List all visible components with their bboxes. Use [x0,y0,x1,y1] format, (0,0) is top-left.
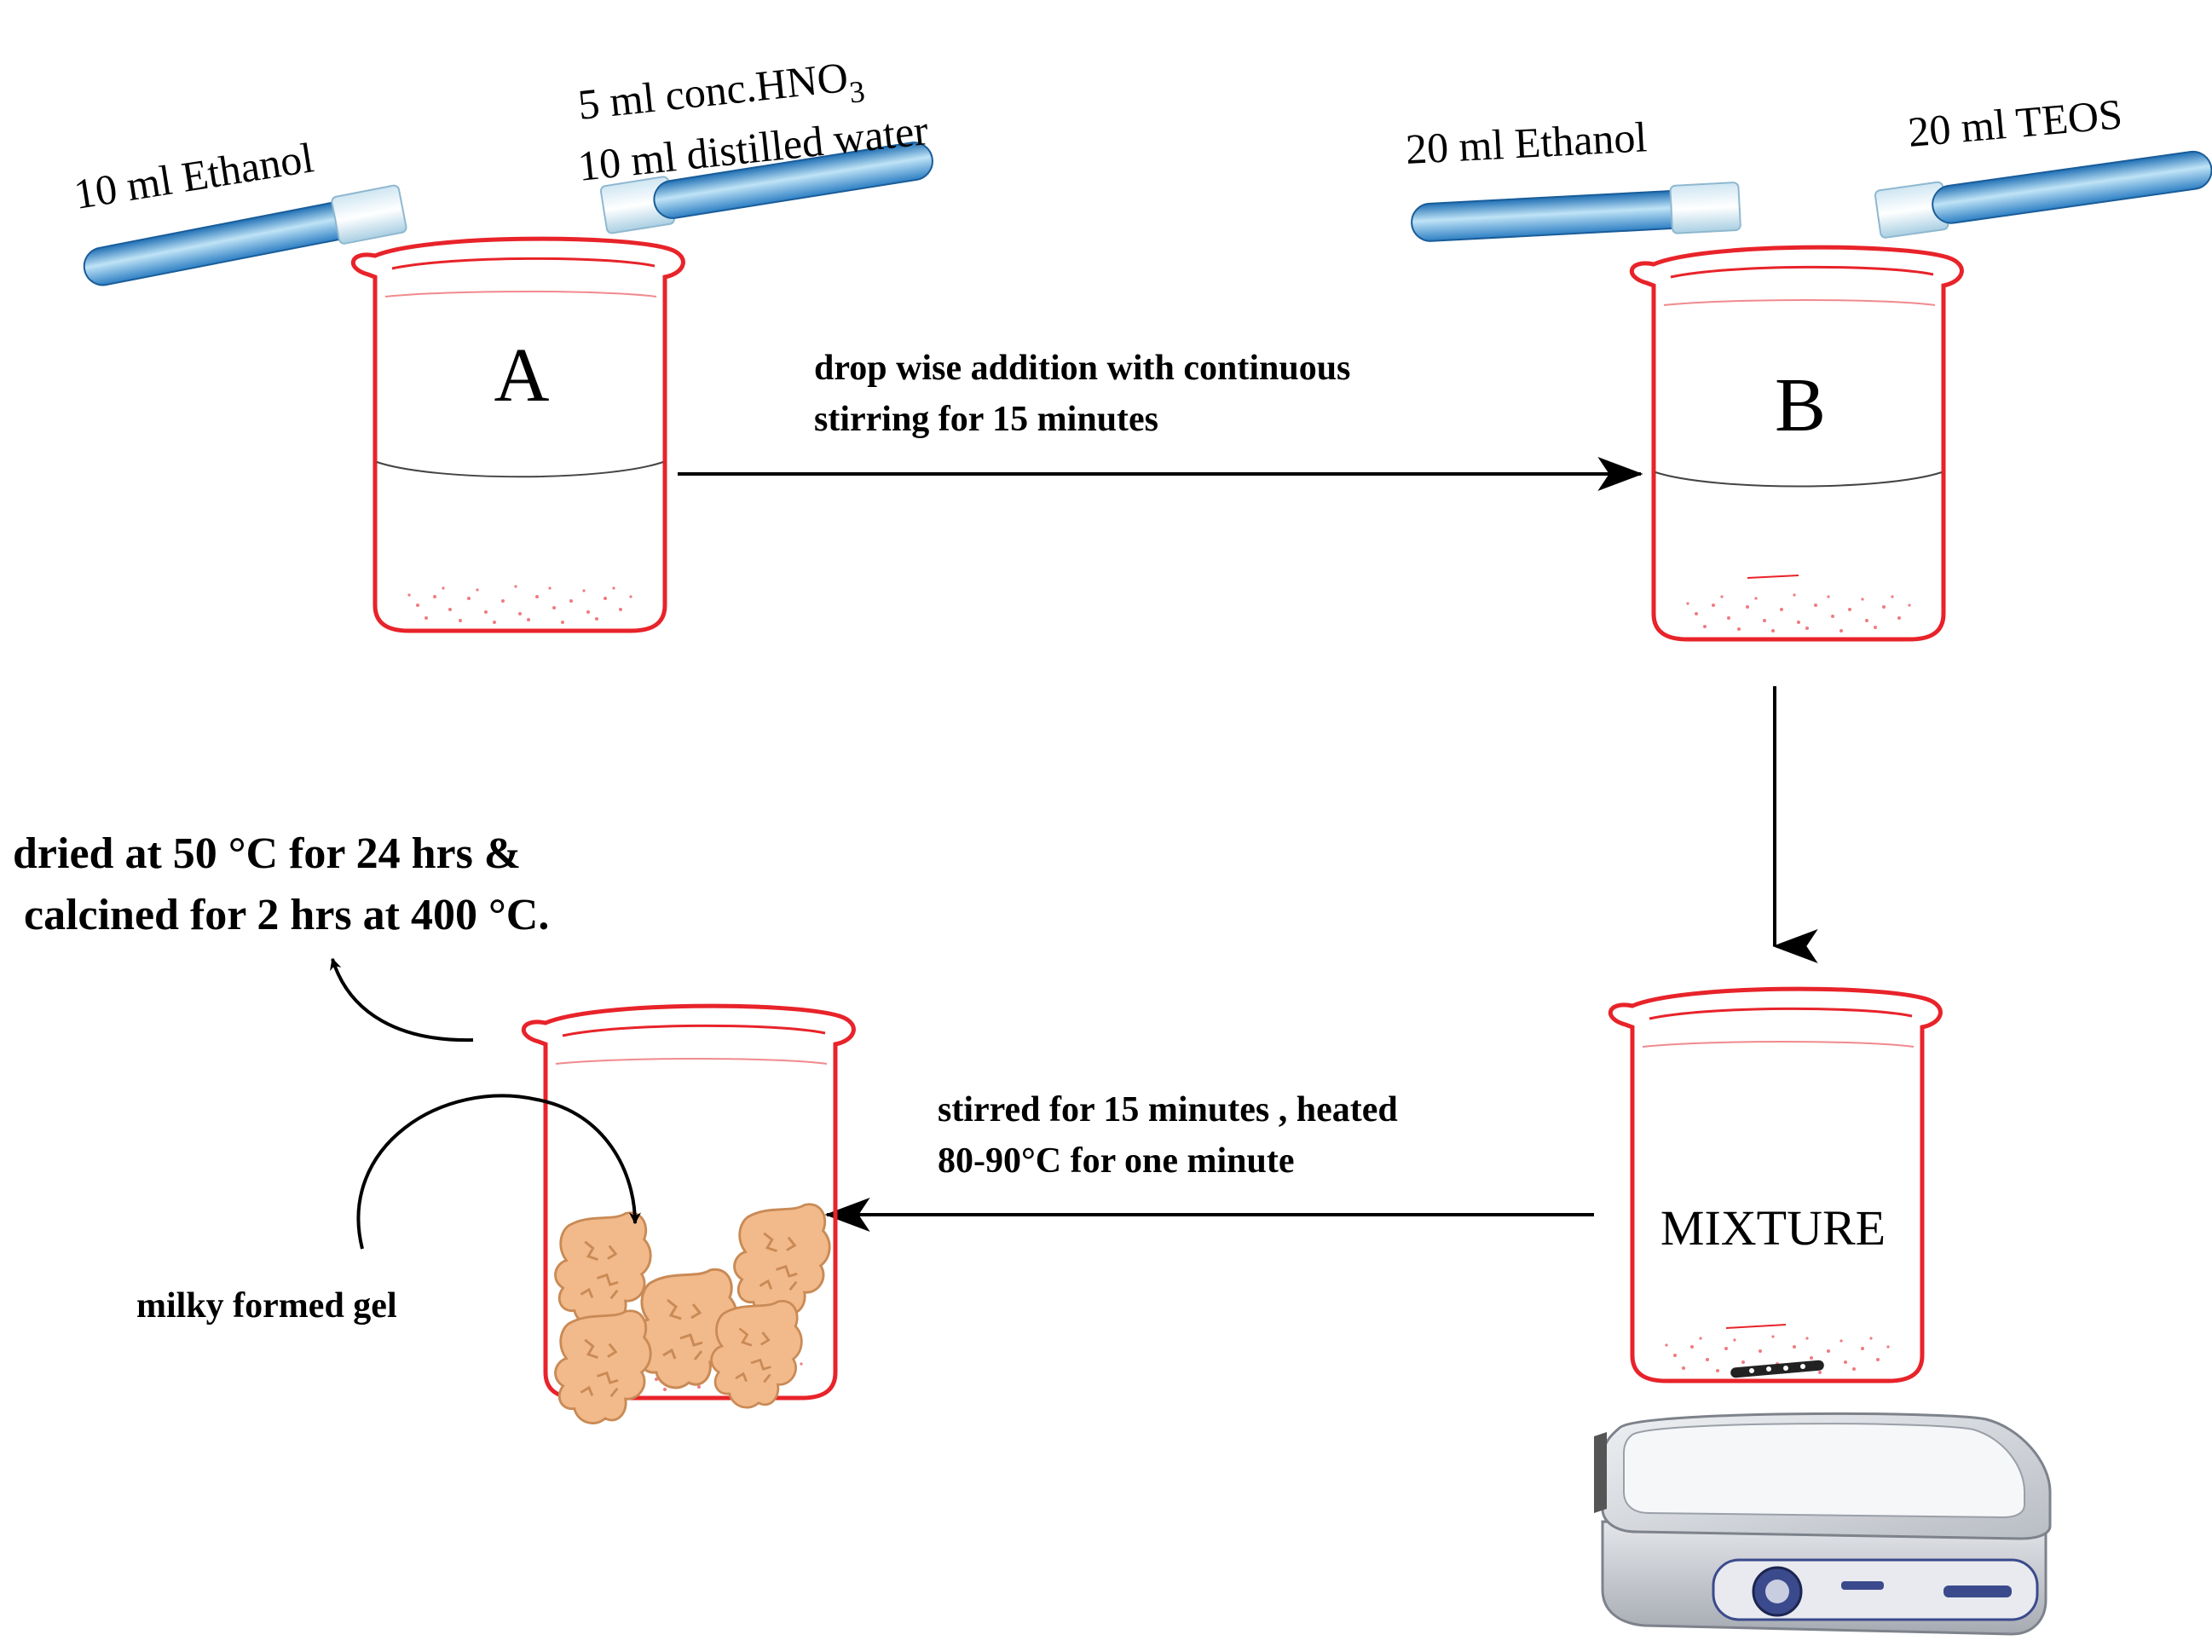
beaker-b-label: B [1775,363,1826,448]
arrow-final-step [330,957,474,1043]
tube-label-ethanol-a: 10 ml Ethanol [71,133,317,218]
test-tube-ethanol-a [83,184,407,286]
final-step-line2: calcined for 2 hrs at 400 °C. [13,891,549,939]
arrow-gel-pointer [356,1094,641,1250]
beaker-mixture [1610,989,1940,1381]
step-mix-gel-line2: 80-90°C for one minute [938,1141,1294,1181]
mixture-label: MIXTURE [1660,1200,1886,1256]
gel-label: milky formed gel [136,1286,397,1326]
tube-label-teos: 20 ml TEOS [1906,90,2124,156]
gel-lumps [554,1203,831,1425]
beaker-a-label: A [494,333,550,418]
magnetic-stirrer-hotplate-icon [1594,1412,2052,1636]
test-tube-hno3-water [599,142,933,234]
test-tube-ethanol-b [1411,182,1741,242]
beaker-a [353,239,683,631]
tube-label-ethanol-b: 20 ml Ethanol [1405,113,1649,173]
test-tube-teos [1874,150,2212,239]
step-ab-line1: drop wise addition with continuous [814,349,1350,388]
step-ab-line2: stirring for 15 minutes [814,400,1158,439]
beaker-b [1632,247,1961,639]
final-step-line1: dried at 50 °C for 24 hrs & [13,829,521,878]
stir-bar-icon [1730,1360,1824,1378]
step-mix-gel-line1: stirred for 15 minutes , heated [938,1090,1398,1129]
